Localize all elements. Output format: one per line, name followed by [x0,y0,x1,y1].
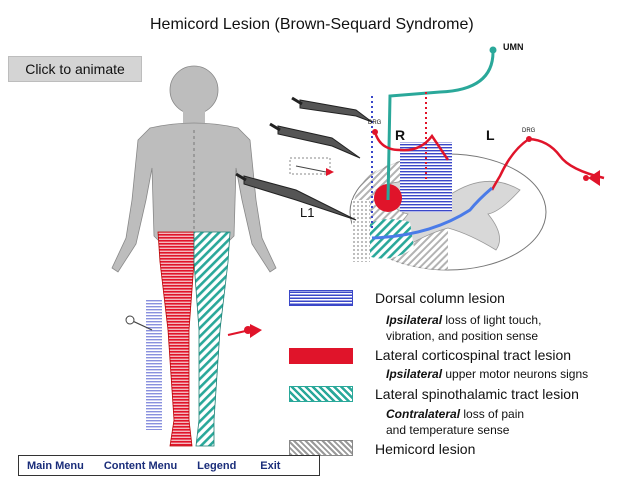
umn-label: UMN [503,42,524,52]
legend-title-spinothalamic: Lateral spinothalamic tract lesion [375,386,579,402]
legend-swatch-dorsal-column [289,290,353,306]
pin-prick-icon [227,324,262,338]
legend-line-dorsal-2: vibration, and position sense [386,329,539,343]
spinal-cord-section [349,142,547,271]
dotted-region [352,200,370,262]
legend-title-dorsal-column: Dorsal column lesion [375,290,505,306]
side-right-label: R [395,127,405,143]
legend-swatch-spinothalamic [289,386,353,402]
main-menu-link[interactable]: Main Menu [27,459,84,472]
drg-left-label: DRG [522,128,536,134]
exit-link[interactable]: Exit [260,459,281,472]
legend-line-spinothalamic-2: and temperature sense [386,423,510,437]
legend-line-corticospinal-1: Ipsilateral upper motor neurons signs [386,367,589,381]
legend-line-dorsal-1: Ipsilateral loss of light touch, [386,313,542,327]
drg-right-label: DRG [368,120,382,126]
reflex-hammer-icon [125,315,153,331]
scalpel-icon-2 [269,122,361,159]
legend-line-spinothalamic-1: Contralateral loss of pain [386,407,525,421]
legend-link[interactable]: Legend [197,459,237,472]
left-sensory-fiber [490,137,605,191]
animate-button[interactable]: Click to animate [8,56,142,82]
content-menu-link[interactable]: Content Menu [103,459,178,472]
navigation-bar: Main Menu Content Menu Legend Exit [18,455,320,476]
page-title: Hemicord Lesion (Brown-Sequard Syndrome) [150,16,474,33]
ipsilateral-leg-dorsal-column [146,300,162,430]
crossing-spinothalamic-fiber [371,186,493,240]
pin-prick-icon-right [583,170,600,186]
umn-pathway [386,51,495,201]
legend-swatch-corticospinal [289,348,353,364]
contralateral-leg-spinothalamic [193,231,231,447]
legend-title-hemicord: Hemicord lesion [375,441,476,457]
legend-swatch-hemicord [289,440,353,456]
reflex-test-icon [289,157,334,176]
ipsilateral-leg-corticospinal [157,231,195,447]
scalpel-icon-1 [291,96,373,123]
level-label: L1 [300,205,314,220]
legend-title-corticospinal: Lateral corticospinal tract lesion [375,347,572,363]
scalpel-icon-3 [235,172,357,221]
right-sensory-fiber [373,131,450,161]
umn-neuron [489,46,497,54]
side-left-label: L [486,127,495,143]
spinothalamic-tract [366,219,414,259]
